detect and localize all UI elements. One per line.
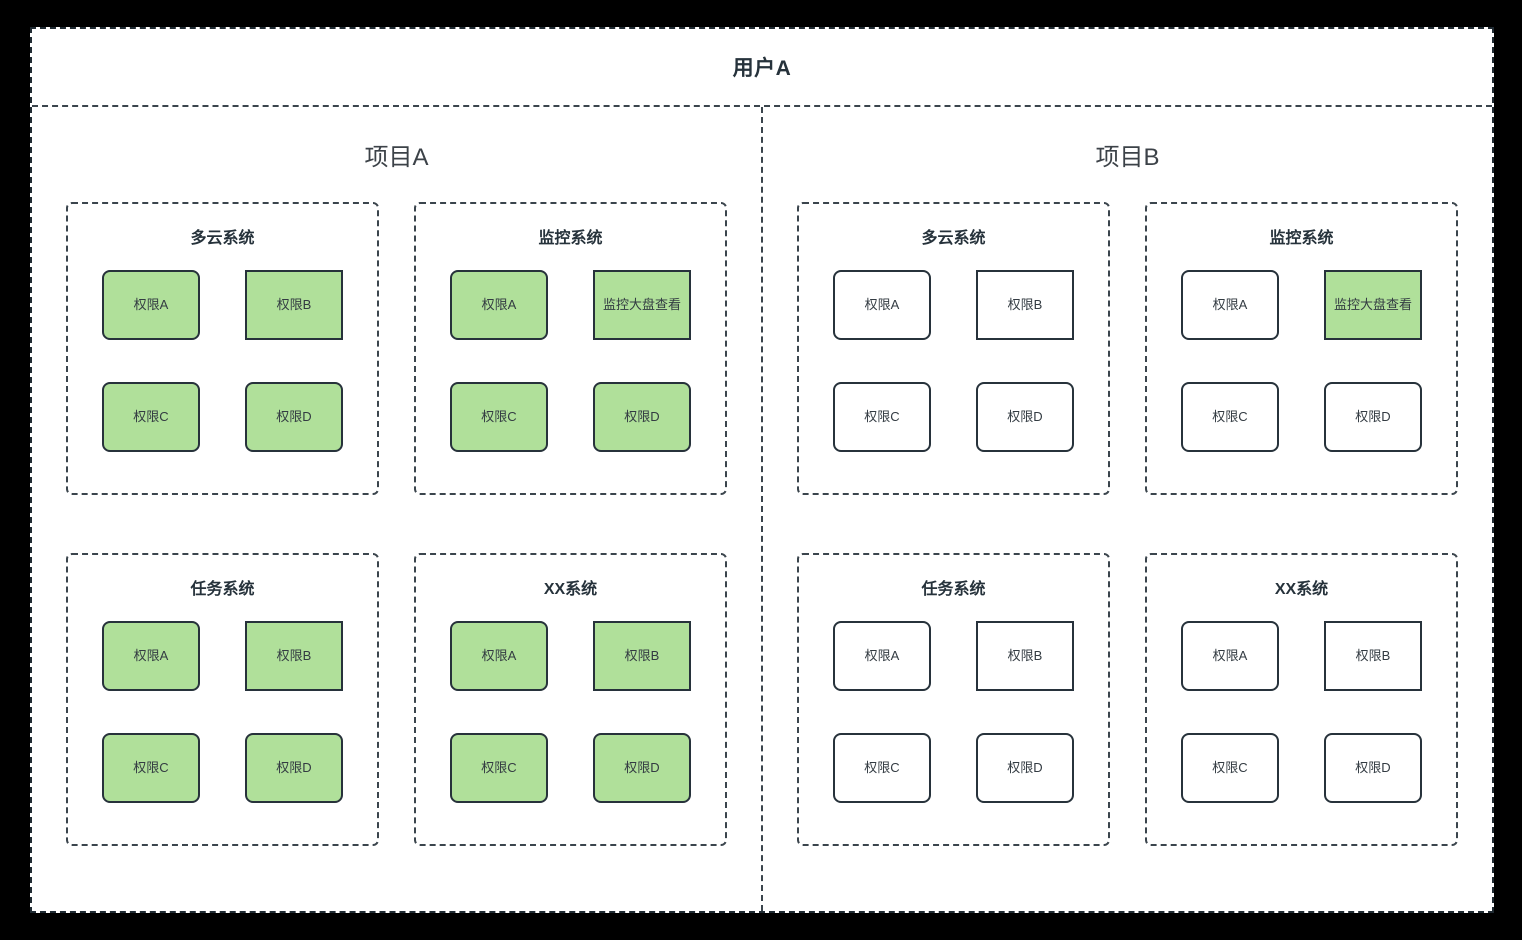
system-group-xx-system: XX系统权限A 权限B 权限C 权限D (1145, 553, 1458, 846)
project-title: 项目B (1095, 144, 1160, 171)
permission-box[interactable]: 权限B (976, 621, 1074, 691)
permission-box[interactable]: 权限B (1324, 621, 1422, 691)
system-group-task-system: 任务系统权限A 权限B 权限C 权限D (66, 553, 379, 846)
permission-grid: 权限A 权限B 权限C 权限D (799, 621, 1108, 803)
permission-box[interactable]: 权限D (593, 382, 691, 452)
permission-grid: 权限A 监控大盘查看权限C 权限D (1147, 270, 1456, 452)
system-title: 多云系统 (190, 230, 255, 247)
permission-grid: 权限A 权限B 权限C 权限D (1147, 621, 1456, 803)
permission-box[interactable]: 权限D (1324, 733, 1422, 803)
system-group-xx-system: XX系统权限A 权限B 权限C 权限D (414, 553, 727, 846)
permission-box[interactable]: 权限A (450, 621, 548, 691)
system-title: XX系统 (1274, 581, 1329, 598)
permission-box[interactable]: 权限C (102, 733, 200, 803)
system-title: 多云系统 (921, 230, 986, 247)
permission-box[interactable]: 权限B (593, 621, 691, 691)
system-title: XX系统 (543, 581, 598, 598)
user-header-divider (32, 105, 1492, 107)
project-title: 项目A (364, 144, 429, 171)
system-group-monitor-system: 监控系统权限A 监控大盘查看权限C 权限D (1145, 202, 1458, 495)
permission-box[interactable]: 权限A (102, 270, 200, 340)
permission-grid: 权限A 权限B 权限C 权限D (416, 621, 725, 803)
permission-box[interactable]: 权限C (833, 382, 931, 452)
system-group-task-system: 任务系统权限A 权限B 权限C 权限D (797, 553, 1110, 846)
permission-box[interactable]: 权限C (450, 733, 548, 803)
permission-box[interactable]: 权限B (976, 270, 1074, 340)
permission-grid: 权限A 权限B 权限C 权限D (68, 270, 377, 452)
permission-box[interactable]: 权限C (1181, 382, 1279, 452)
system-title: 任务系统 (190, 581, 255, 598)
permission-box[interactable]: 权限A (1181, 621, 1279, 691)
permission-box[interactable]: 权限D (976, 382, 1074, 452)
permission-box[interactable]: 权限B (245, 270, 343, 340)
permission-box[interactable]: 权限C (1181, 733, 1279, 803)
user-header: 用户A (32, 29, 1492, 105)
permission-box[interactable]: 权限C (450, 382, 548, 452)
permission-box[interactable]: 监控大盘查看 (1324, 270, 1422, 340)
permission-box[interactable]: 权限D (593, 733, 691, 803)
system-group-multicloud-system: 多云系统权限A 权限B 权限C 权限D (66, 202, 379, 495)
permission-box[interactable]: 权限A (450, 270, 548, 340)
permission-box[interactable]: 权限A (833, 621, 931, 691)
system-group-monitor-system: 监控系统权限A 监控大盘查看权限C 权限D (414, 202, 727, 495)
permission-grid: 权限A 权限B 权限C 权限D (68, 621, 377, 803)
permission-box[interactable]: 权限D (976, 733, 1074, 803)
permission-box[interactable]: 权限C (102, 382, 200, 452)
permission-box[interactable]: 权限C (833, 733, 931, 803)
permission-box[interactable]: 权限D (245, 382, 343, 452)
permission-box[interactable]: 权限A (102, 621, 200, 691)
system-title: 监控系统 (538, 230, 603, 247)
permission-box[interactable]: 权限A (1181, 270, 1279, 340)
system-title: 任务系统 (921, 581, 986, 598)
permission-box[interactable]: 权限B (245, 621, 343, 691)
permission-box[interactable]: 监控大盘查看 (593, 270, 691, 340)
user-title: 用户A (732, 57, 792, 80)
permission-grid: 权限A 权限B 权限C 权限D (799, 270, 1108, 452)
system-title: 监控系统 (1269, 230, 1334, 247)
permission-box[interactable]: 权限A (833, 270, 931, 340)
permission-box[interactable]: 权限D (1324, 382, 1422, 452)
permission-grid: 权限A 监控大盘查看权限C 权限D (416, 270, 725, 452)
system-group-multicloud-system: 多云系统权限A 权限B 权限C 权限D (797, 202, 1110, 495)
permission-box[interactable]: 权限D (245, 733, 343, 803)
